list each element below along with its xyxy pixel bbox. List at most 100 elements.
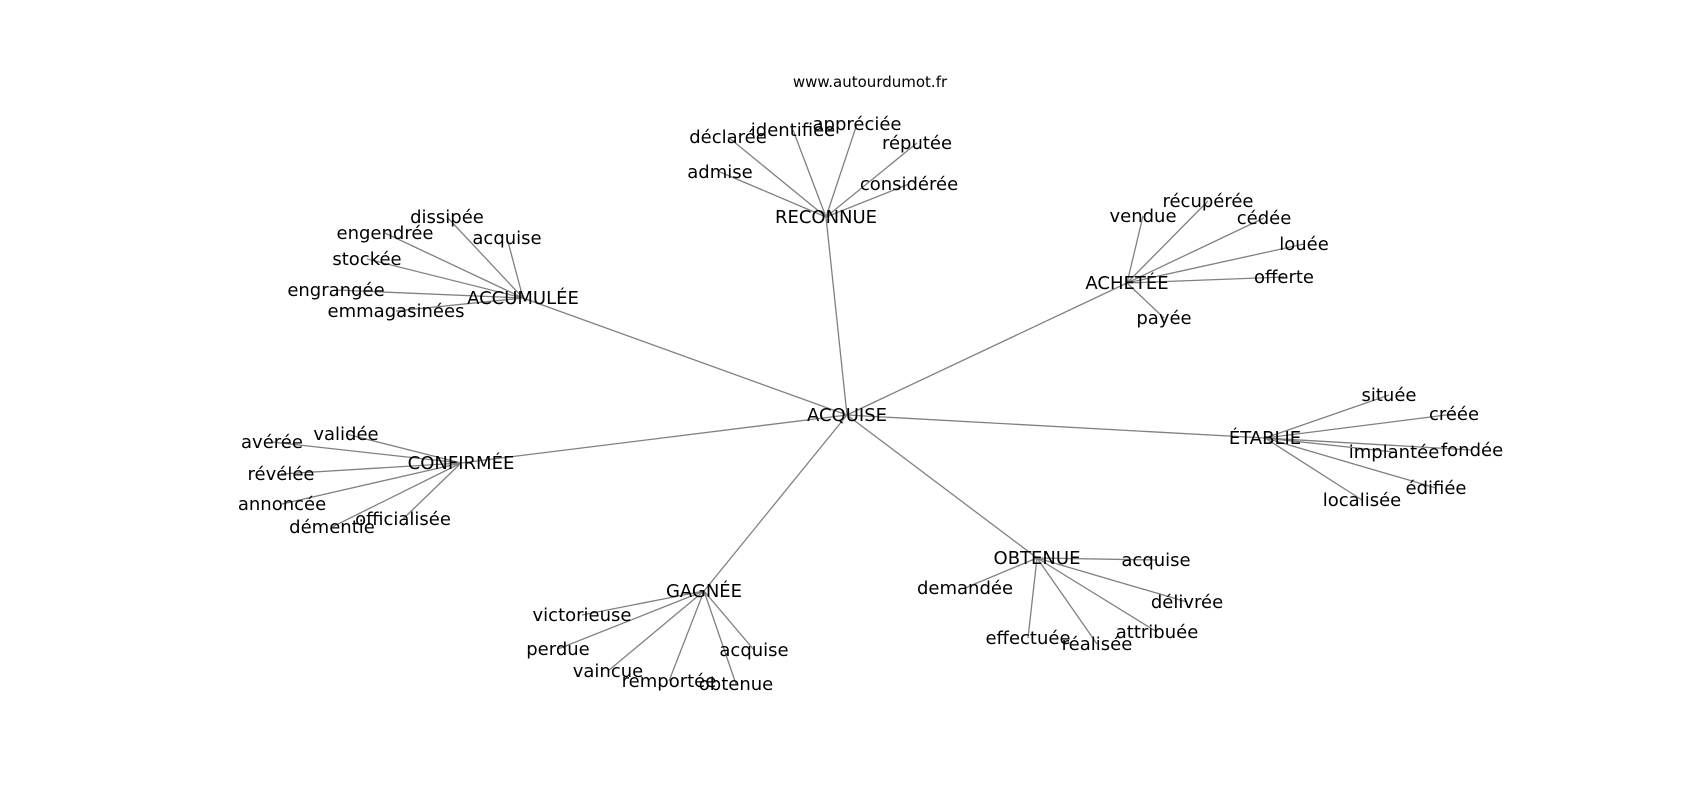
leaf-node-label: appréciée [812, 114, 901, 135]
leaf-node-label: demandée [917, 578, 1013, 599]
edge-hub-leaf [668, 590, 705, 682]
leaf-node-label: vendue [1109, 206, 1176, 227]
edge-hub-leaf [1264, 437, 1395, 453]
edge-hub-leaf [335, 289, 524, 299]
leaf-node-label: perdue [526, 639, 590, 660]
edge-hub-leaf [607, 590, 705, 672]
edge-center-hub [522, 297, 848, 416]
leaf-node-label: réalisée [1062, 634, 1133, 655]
edge-hub-leaf [1036, 557, 1158, 633]
edge-hub-leaf [331, 462, 462, 528]
leaf-node-label: payée [1136, 308, 1191, 329]
edge-hub-leaf [446, 216, 524, 299]
edge-center-hub [846, 414, 1038, 559]
edge-hub-leaf [703, 590, 737, 685]
edge-hub-leaf [719, 171, 827, 218]
edge-hub-leaf [384, 232, 524, 299]
leaf-node-label: cédée [1237, 208, 1292, 229]
leaf-node-label: victorieuse [533, 605, 632, 626]
leaf-node-label: démentie [289, 517, 375, 538]
edge-hub-leaf [1126, 243, 1305, 284]
edge-hub-leaf [727, 136, 827, 218]
hub-node-label: CONFIRMÉE [408, 452, 515, 474]
edge-hub-leaf [1036, 557, 1188, 603]
source-label: www.autourdumot.fr [793, 73, 948, 91]
edge-hub-leaf [1027, 557, 1038, 639]
leaf-node-label: identifiée [751, 120, 835, 141]
leaf-node-label: engrangée [287, 280, 384, 301]
hub-node-label: OBTENUE [994, 548, 1081, 569]
edge-hub-leaf [506, 237, 524, 299]
edge-hub-leaf [703, 590, 755, 651]
edge-hub-leaf [1264, 437, 1437, 489]
hub-node-label: GAGNÉE [666, 580, 742, 602]
edge-center-hub [703, 414, 848, 592]
leaf-node-label: offerte [1254, 267, 1314, 288]
leaf-node-label: implantée [1349, 442, 1440, 463]
edge-hub-leaf [1264, 413, 1455, 439]
edge-hub-leaf [280, 462, 462, 475]
hub-node-label: ACCUMULÉE [467, 287, 579, 309]
leaf-node-label: officialisée [355, 509, 451, 530]
edge-hub-leaf [1036, 557, 1157, 561]
leaf-node-label: attribuée [1116, 622, 1199, 643]
center-node-label: ACQUISE [807, 405, 887, 426]
leaf-node-label: effectuée [985, 628, 1070, 649]
edge-hub-leaf [1126, 276, 1285, 284]
hub-node-label: ACHETÉE [1085, 272, 1168, 294]
leaf-node-label: vaincue [573, 661, 643, 682]
leaf-node-label: réputée [882, 133, 952, 154]
edge-hub-leaf [825, 142, 918, 218]
leaf-node-label: déclarée [689, 127, 767, 148]
leaf-node-label: révélée [248, 464, 315, 485]
edge-hub-leaf [1264, 437, 1363, 501]
leaf-node-label: acquise [719, 640, 788, 661]
leaf-node-label: créée [1429, 404, 1479, 425]
edge-hub-leaf [1126, 282, 1165, 319]
edge-hub-leaf [1126, 215, 1144, 284]
edge-hub-leaf [1264, 394, 1390, 439]
edge-hub-leaf [825, 183, 910, 218]
edge-hub-leaf [1264, 437, 1473, 451]
leaf-node-label: stockée [332, 249, 401, 270]
leaf-node-label: emmagasinées [328, 301, 465, 322]
edge-center-hub [846, 282, 1128, 416]
leaf-node-label: engendrée [337, 223, 434, 244]
edge-hub-leaf [1036, 557, 1098, 645]
leaf-node-label: récupérée [1162, 191, 1253, 212]
leaf-node-label: acquise [472, 228, 541, 249]
edge-hub-leaf [271, 441, 462, 464]
leaf-node-label: admise [687, 162, 752, 183]
leaf-node-label: localisée [1323, 490, 1401, 511]
leaf-node-label: considérée [860, 174, 958, 195]
leaf-node-label: délivrée [1151, 592, 1223, 613]
leaf-node-label: fondée [1441, 440, 1503, 461]
edge-hub-leaf [345, 433, 462, 464]
edge-hub-leaf [825, 123, 858, 218]
edge-center-hub [460, 414, 848, 464]
edge-hub-leaf [281, 462, 462, 505]
edges-layer [271, 123, 1473, 685]
leaf-node-label: annoncée [238, 494, 326, 515]
edge-center-hub [825, 216, 848, 416]
edge-hub-leaf [792, 129, 827, 218]
edge-hub-leaf [1126, 217, 1265, 284]
leaf-node-label: acquise [1121, 550, 1190, 571]
labels-layer: ACQUISE RECONNUE admise déclaréeidentifiée… [238, 114, 1503, 695]
leaf-node-label: édifiée [1406, 478, 1467, 499]
leaf-node-label: obtenue [699, 674, 773, 695]
hub-node-label: ÉTABLIE [1229, 427, 1301, 449]
hub-node-label: RECONNUE [775, 207, 877, 228]
leaf-node-label: située [1362, 385, 1417, 406]
edge-hub-leaf [557, 590, 705, 650]
leaf-node-label: avérée [241, 432, 303, 453]
leaf-node-label: remportée [622, 671, 717, 692]
edge-hub-leaf [964, 557, 1038, 589]
edge-hub-leaf [1126, 200, 1209, 284]
edge-center-hub [846, 414, 1266, 439]
leaf-node-label: dissipée [410, 207, 484, 228]
edge-hub-leaf [366, 258, 524, 299]
edge-hub-leaf [581, 590, 705, 616]
edge-hub-leaf [402, 462, 462, 520]
